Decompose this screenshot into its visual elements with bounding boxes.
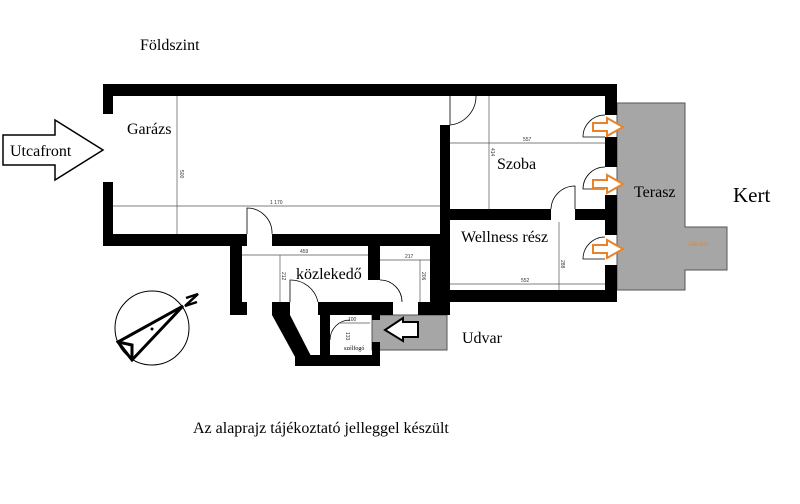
dim-small-room-height: 206 (420, 272, 426, 281)
dim-corridor-height: 212 (280, 272, 286, 281)
yard-label: Udvar (462, 330, 503, 347)
caption: Az alaprajz tájékoztató jelleggel készül… (193, 420, 449, 437)
entrance-arrow (383, 316, 419, 343)
walls (103, 84, 617, 366)
floor-title: Földszint (140, 37, 200, 54)
doors (246, 95, 606, 341)
room-label: Szoba (497, 156, 536, 173)
dim-small-room-width: 217 (405, 254, 414, 260)
dim-vestibule-height: 133 (344, 332, 350, 341)
dim-vestibule-width: 100 (348, 317, 357, 323)
dim-wellness-height: 288 (559, 260, 565, 269)
terrace-exit-arrows (592, 116, 626, 260)
dim-room-width: 557 (523, 137, 532, 143)
street-arrow (2, 118, 105, 182)
vestibule-label: szélfogó (344, 345, 364, 352)
terrace-extension-label: Jakuzzi (688, 242, 708, 248)
wellness-label: Wellness rész (461, 229, 548, 246)
dim-garage-width: 1 170 (270, 200, 283, 206)
terrace-area (616, 102, 728, 291)
dim-garage-height: 500 (178, 170, 184, 179)
compass-icon (114, 290, 199, 366)
dim-room-height: 414 (489, 148, 495, 157)
dim-corridor-width: 459 (300, 249, 309, 255)
dim-wellness-width: 552 (521, 278, 530, 284)
terrace-label: Terasz (634, 184, 676, 201)
dimension-lines (113, 96, 605, 324)
garage-label: Garázs (127, 121, 171, 138)
street-label: Utcafront (10, 143, 72, 160)
garden-label: Kert (733, 183, 770, 207)
corridor-label: közlekedő (296, 266, 362, 283)
